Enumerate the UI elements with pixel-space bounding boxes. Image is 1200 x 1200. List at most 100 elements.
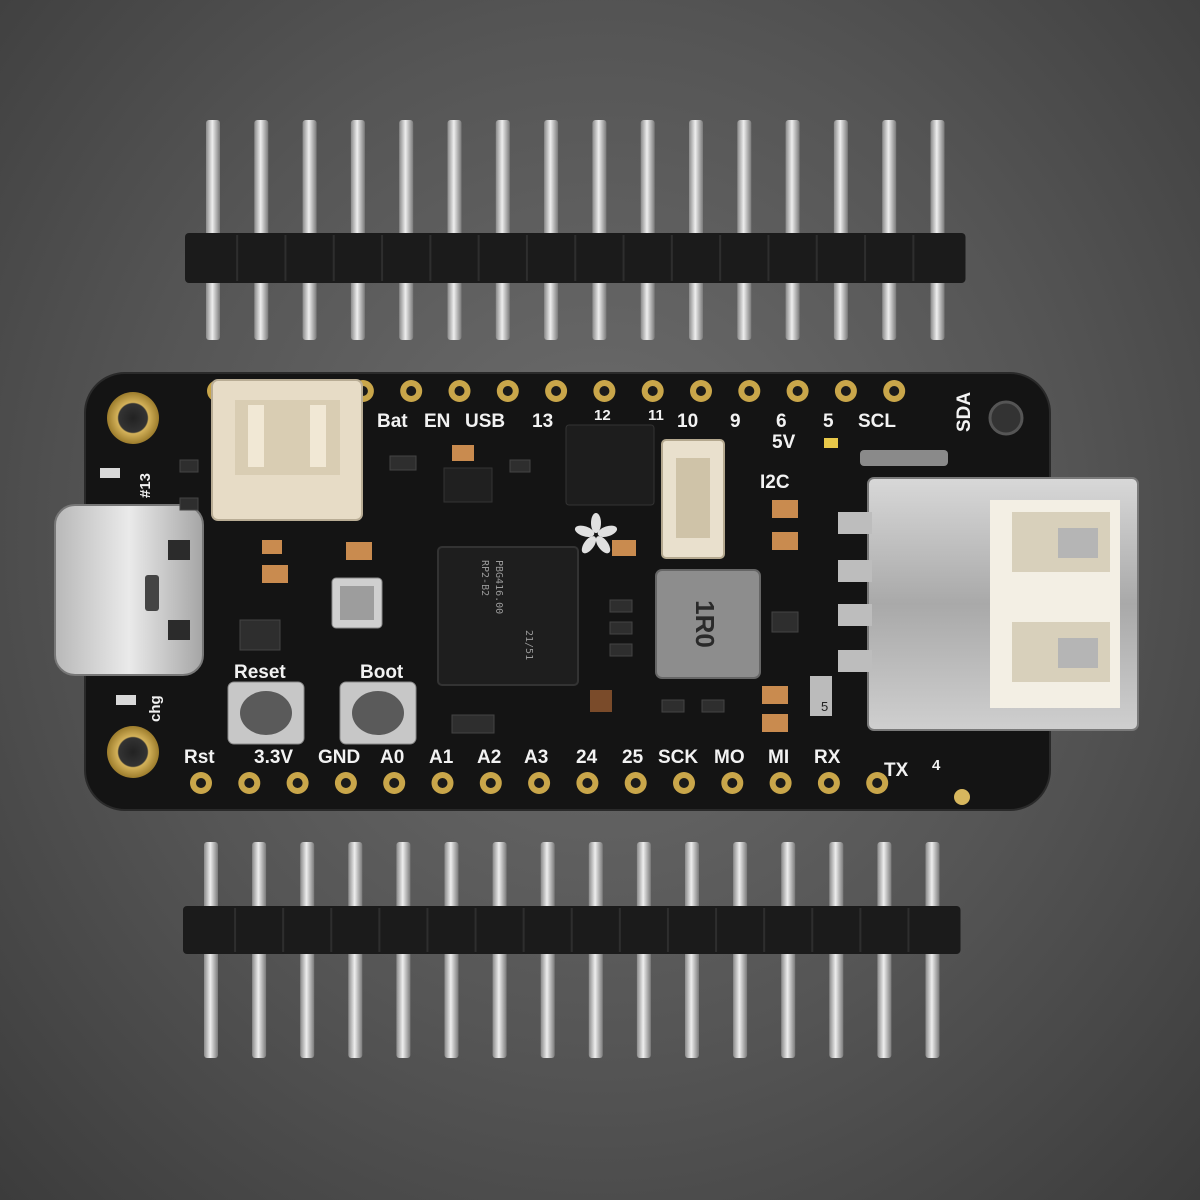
pin-pad-hole (292, 778, 303, 788)
pin-label-4: 4 (932, 757, 941, 774)
pin-label-mo: MO (714, 747, 745, 768)
pin-pad-hole (744, 386, 755, 396)
header-seam (570, 908, 573, 952)
rp2040-chip (437, 546, 579, 686)
mcu-line-2: PBG416.00 (493, 560, 504, 614)
pin-pad-hole (823, 778, 834, 788)
pin-pad-hole (679, 778, 689, 788)
pin-pad-hole (340, 778, 351, 788)
mcu-line-3: 21/51 (523, 630, 534, 660)
header-seam (719, 235, 722, 281)
pin-label-3v3: 3.3V (254, 747, 293, 768)
pin-pad-hole (647, 386, 658, 396)
pin-pad-hole (889, 386, 900, 396)
reset-button-cap[interactable] (240, 691, 292, 735)
neopixel (590, 690, 612, 712)
pin-pad-hole (485, 778, 496, 788)
resistor-5 (810, 676, 832, 716)
crystal-top (340, 586, 374, 620)
pin-label-rst: Rst (184, 747, 215, 768)
led-chg (116, 695, 136, 705)
stemma-opening (676, 458, 710, 538)
boot-label: Boot (360, 662, 404, 683)
pin-pad-hole (727, 778, 738, 788)
pin-label-bat: Bat (377, 411, 408, 432)
pin-label-12: 12 (594, 407, 611, 424)
bottom-pad-row (190, 772, 889, 794)
smd-components (262, 445, 798, 732)
header-seam (811, 908, 814, 952)
pin-pad-hole (840, 386, 851, 396)
jst-wall (248, 405, 264, 467)
mcu-line-1: RP2-B2 (479, 560, 490, 596)
pin-pad-hole (872, 778, 883, 788)
pin-label-13: 13 (532, 411, 553, 432)
pin-label-10: 10 (677, 411, 698, 432)
header-seam (426, 908, 429, 952)
pin-label-9: 9 (730, 411, 741, 432)
jumper-pad (860, 450, 948, 466)
pin-label-a2: A2 (477, 747, 501, 768)
pin-label-6: 6 (776, 411, 787, 432)
inductor-marking: 1R0 (690, 600, 720, 648)
header-pin (447, 120, 462, 340)
header-seam (284, 235, 287, 281)
regulator-chip (443, 467, 493, 503)
jst-wall (310, 405, 326, 467)
usb-a-tab (838, 650, 872, 672)
header-pin (302, 120, 317, 340)
header-seam (864, 235, 867, 281)
header-seam (670, 235, 673, 281)
header-seam (522, 908, 525, 952)
header-seam (618, 908, 621, 952)
header-seam (378, 908, 381, 952)
flash-chip (565, 424, 655, 506)
pad-dot (954, 789, 970, 805)
pin-label-25: 25 (622, 747, 644, 768)
pin-pad-hole (389, 778, 400, 788)
chg-label: chg (147, 695, 164, 722)
pin-label-5: 5 (823, 411, 834, 432)
pin-pad-hole (551, 386, 562, 396)
header-seam (907, 908, 910, 952)
boot-button-cap[interactable] (352, 691, 404, 735)
header-pin (254, 120, 269, 340)
pin-pad-hole (406, 386, 417, 396)
header-seam (525, 235, 528, 281)
header-pin (833, 120, 848, 340)
resistor-label: 5 (821, 699, 828, 714)
pin-label-sda: SDA (954, 392, 975, 432)
mount-hole-tl (107, 392, 159, 444)
pin-pad-hole (630, 778, 641, 788)
label-i2c: I2C (760, 472, 790, 493)
reset-label: Reset (234, 662, 286, 683)
usb-a-tab (838, 512, 872, 534)
top-pin-header (185, 120, 966, 340)
led-5v (824, 438, 838, 448)
feather-board: RP2-B2 PBG416.00 21/51 1R0 (54, 372, 1139, 811)
pin-label-11: 11 (648, 407, 664, 424)
header-seam (477, 235, 480, 281)
header-seam (763, 908, 766, 952)
adafruit-flower-logo (574, 513, 618, 554)
header-seam (715, 908, 718, 952)
header-pin (785, 120, 800, 340)
pin-pad-hole (582, 778, 593, 788)
led-13-label: #13 (137, 473, 154, 498)
header-seam (912, 235, 915, 281)
header-pin (592, 120, 607, 340)
header-pin (544, 120, 559, 340)
header-pin (206, 120, 220, 340)
header-pin (930, 120, 945, 340)
pin-label-a3: A3 (524, 747, 548, 768)
header-seam (666, 908, 669, 952)
usb-c-slot (145, 575, 159, 611)
header-seam (574, 235, 577, 281)
usb-c-tab (168, 620, 190, 640)
header-seam (282, 908, 285, 952)
pin-label-scl: SCL (858, 411, 896, 432)
pin-label-usb: USB (465, 411, 505, 432)
pin-label-en: EN (424, 411, 450, 432)
header-seam (429, 235, 432, 281)
